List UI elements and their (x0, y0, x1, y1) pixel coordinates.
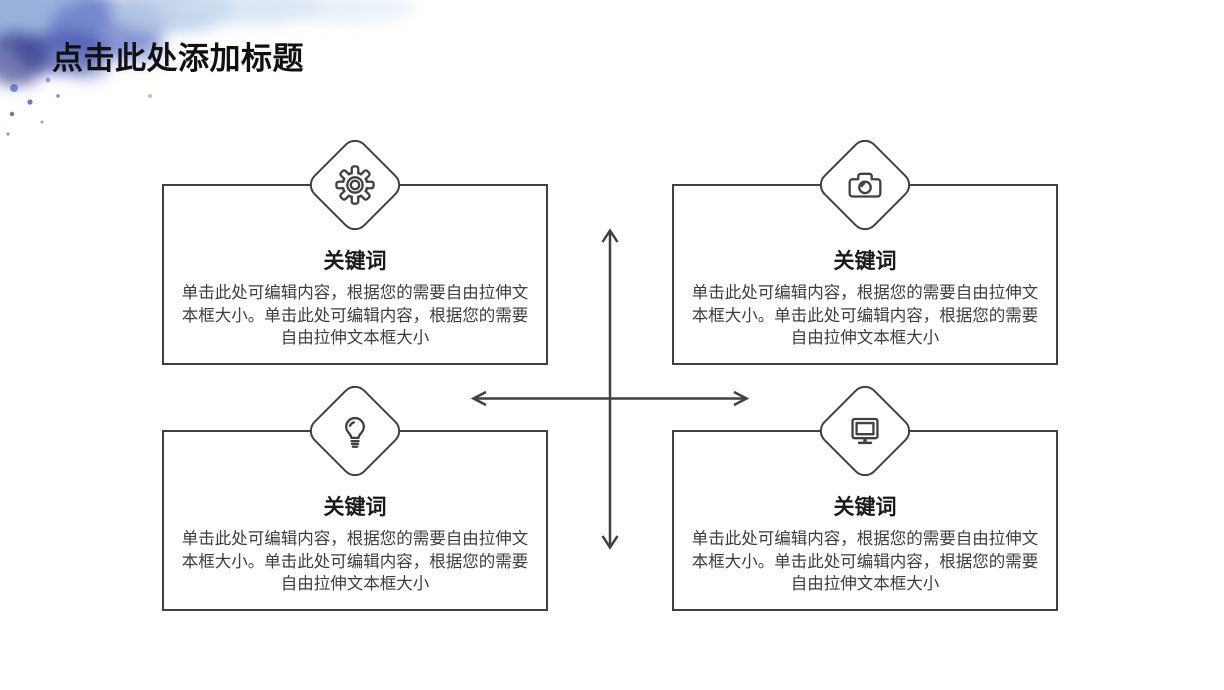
card-title[interactable]: 关键词 (323, 496, 387, 519)
vertical-double-arrow (601, 228, 619, 550)
gear-icon (335, 165, 375, 205)
card-title[interactable]: 关键词 (833, 250, 897, 273)
slide-title[interactable]: 点击此处添加标题 (52, 41, 304, 76)
card-title[interactable]: 关键词 (323, 250, 387, 273)
card-body-text[interactable]: 单击此处可编辑内容，根据您的需要自由拉伸文 本框大小。单击此处可编辑内容，根据您… (691, 530, 1039, 593)
card-top-right[interactable]: 关键词 单击此处可编辑内容，根据您的需要自由拉伸文 本框大小。单击此处可编辑内容… (672, 134, 1058, 365)
card-top-left[interactable]: 关键词 单击此处可编辑内容，根据您的需要自由拉伸文 本框大小。单击此处可编辑内容… (162, 134, 548, 365)
camera-icon (848, 172, 882, 198)
card-body-text[interactable]: 单击此处可编辑内容，根据您的需要自由拉伸文 本框大小。单击此处可编辑内容，根据您… (691, 284, 1039, 347)
card-bottom-right[interactable]: 关键词 单击此处可编辑内容，根据您的需要自由拉伸文 本框大小。单击此处可编辑内容… (672, 380, 1058, 611)
card-title[interactable]: 关键词 (833, 496, 897, 519)
card-body-text[interactable]: 单击此处可编辑内容，根据您的需要自由拉伸文 本框大小。单击此处可编辑内容，根据您… (181, 530, 529, 593)
card-bottom-left[interactable]: 关键词 单击此处可编辑内容，根据您的需要自由拉伸文 本框大小。单击此处可编辑内容… (162, 380, 548, 611)
card-body-text[interactable]: 单击此处可编辑内容，根据您的需要自由拉伸文 本框大小。单击此处可编辑内容，根据您… (181, 284, 529, 347)
watercolor-speckles (6, 77, 152, 136)
lightbulb-icon (345, 416, 365, 448)
horizontal-double-arrow (470, 390, 750, 407)
monitor-icon (851, 417, 879, 445)
